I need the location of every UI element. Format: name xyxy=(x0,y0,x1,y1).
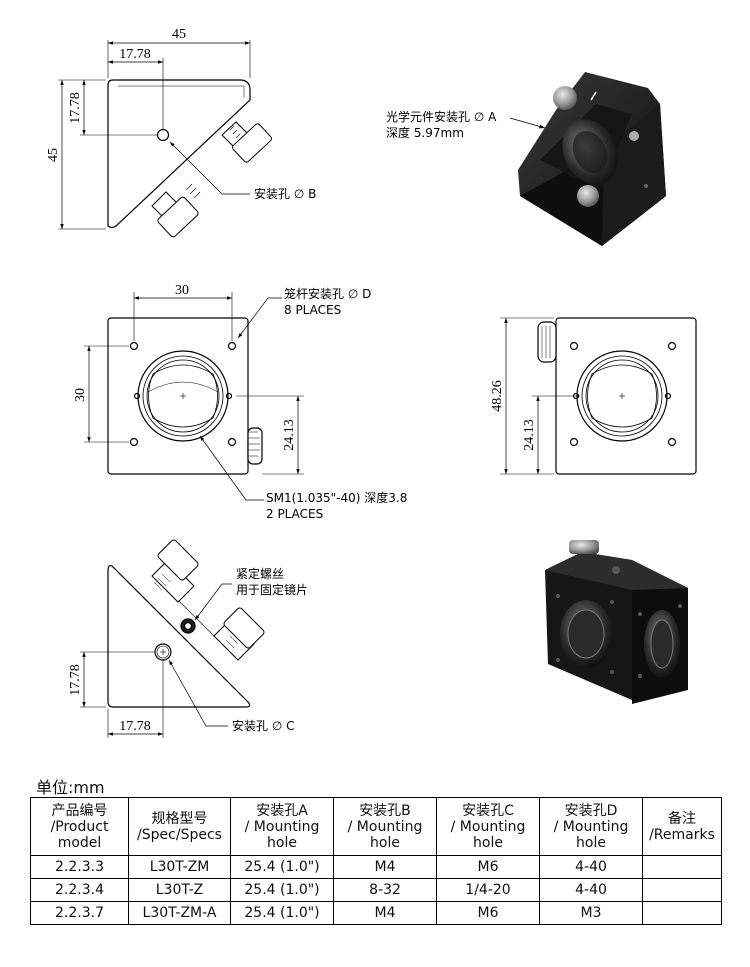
table-cell: 4-40 xyxy=(539,855,643,879)
top-view xyxy=(58,40,272,238)
adjuster-knob-side xyxy=(537,321,557,363)
mount-hole-b xyxy=(156,128,170,142)
callout-optic-a-title: 光学元件安装孔 ∅ A xyxy=(386,110,497,124)
column-header-line: hole xyxy=(473,834,503,851)
adjuster-knob-upper xyxy=(221,121,272,163)
table-cell: 4-40 xyxy=(539,878,643,902)
column-header-line: model xyxy=(57,834,102,851)
table-cell xyxy=(642,878,722,902)
column-header-line: / Mounting xyxy=(553,818,629,835)
table-cell: 2.2.3.7 xyxy=(30,901,129,925)
dim-front-rod-v: 30 xyxy=(73,388,88,402)
table-cell: 2.2.3.3 xyxy=(30,855,129,879)
dim-bottom-hole-x: 17.78 xyxy=(119,719,151,734)
table-cell xyxy=(642,901,722,925)
dim-top-width: 45 xyxy=(172,27,186,42)
table-cell: M3 xyxy=(539,901,643,925)
column-header-line: / Mounting xyxy=(347,818,423,835)
table-cell: 1/4-20 xyxy=(436,878,540,902)
callout-cage-d-title: 笼杆安装孔 ∅ D xyxy=(284,287,372,301)
side-view xyxy=(500,317,697,475)
column-header-line: 安装孔A xyxy=(256,802,308,819)
table-cell: M6 xyxy=(436,855,540,879)
table-cell: M6 xyxy=(436,901,540,925)
dim-side-height: 48.26 xyxy=(490,380,505,412)
callout-sm1-thread: SM1(1.035"-40) 深度3.8 2 PLACES xyxy=(266,490,407,522)
callout-cage-d-count: 8 PLACES xyxy=(284,303,342,317)
callout-optic-hole-a: 光学元件安装孔 ∅ A 深度 5.97mm xyxy=(386,109,496,141)
knob-icon xyxy=(577,185,599,207)
dim-top-hole-y: 17.78 xyxy=(68,92,83,124)
callout-cage-hole-d: 笼杆安装孔 ∅ D 8 PLACES xyxy=(284,286,371,318)
callout-optic-a-depth: 深度 5.97mm xyxy=(386,126,464,140)
column-header-line: 规格型号 xyxy=(151,810,208,827)
table-cell: M4 xyxy=(333,855,437,879)
dim-top-height: 45 xyxy=(46,148,61,162)
dim-front-center: 24.13 xyxy=(282,419,297,451)
column-header-line: / Mounting xyxy=(450,818,526,835)
front-view xyxy=(84,292,304,501)
dim-front-rod-h: 30 xyxy=(175,283,189,298)
table-cell: 25.4 (1.0") xyxy=(230,855,334,879)
column-header-line: 安装孔B xyxy=(359,802,411,819)
column-header-line: 安装孔C xyxy=(462,802,514,819)
callout-sm1-count: 2 PLACES xyxy=(266,507,324,521)
table-cell xyxy=(642,855,722,879)
callout-set-screw-title: 紧定螺丝 xyxy=(236,567,285,581)
technical-drawing: 45 17.78 17.78 45 xyxy=(46,27,697,738)
column-header-line: /Spec/Specs xyxy=(137,826,222,843)
column-header-line: hole xyxy=(370,834,400,851)
column-header-line: 产品编号 xyxy=(51,802,108,819)
product-photo-angled xyxy=(509,72,666,246)
dim-top-hole-x: 17.78 xyxy=(119,47,151,62)
callout-mount-hole-c: 安装孔 ∅ C xyxy=(232,719,295,733)
product-photo-front xyxy=(545,540,688,704)
column-header-line: hole xyxy=(576,834,606,851)
column-header-line: 安装孔D xyxy=(564,802,618,819)
column-header: 规格型号/Spec/Specs xyxy=(128,797,231,856)
column-header-line: hole xyxy=(267,834,297,851)
adjuster-knob-side xyxy=(247,427,263,465)
callout-set-screw: 紧定螺丝 用于固定镜片 xyxy=(236,566,308,598)
cage-rod-holes xyxy=(129,341,237,447)
callout-mount-hole-b: 安装孔 ∅ B xyxy=(254,187,317,201)
dim-side-center: 24.13 xyxy=(522,419,537,451)
table-cell: 25.4 (1.0") xyxy=(230,901,334,925)
unit-label: 单位:mm xyxy=(36,778,105,797)
table-cell: L30T-ZM-A xyxy=(128,901,231,925)
table-cell: L30T-Z xyxy=(128,878,231,902)
column-header-line: /Remarks xyxy=(649,826,715,843)
dim-bottom-hole-y: 17.78 xyxy=(68,664,83,696)
column-header: 备注/Remarks xyxy=(642,797,722,856)
table-cell: 8-32 xyxy=(333,878,437,902)
table-cell: L30T-ZM xyxy=(128,855,231,879)
bottom-view xyxy=(80,539,265,738)
column-header-line: / Mounting xyxy=(244,818,320,835)
table-cell: 2.2.3.4 xyxy=(30,878,129,902)
knob-icon xyxy=(553,86,577,110)
callout-sm1-title: SM1(1.035"-40) 深度3.8 xyxy=(266,491,408,505)
table-cell: 25.4 (1.0") xyxy=(230,878,334,902)
adjuster-knob-lower xyxy=(151,183,201,238)
table-cell: M4 xyxy=(333,901,437,925)
column-header-line: 备注 xyxy=(668,810,696,827)
knob-icon xyxy=(569,540,599,554)
column-header-line: /Product xyxy=(50,818,109,835)
callout-set-screw-desc: 用于固定镜片 xyxy=(236,583,309,597)
